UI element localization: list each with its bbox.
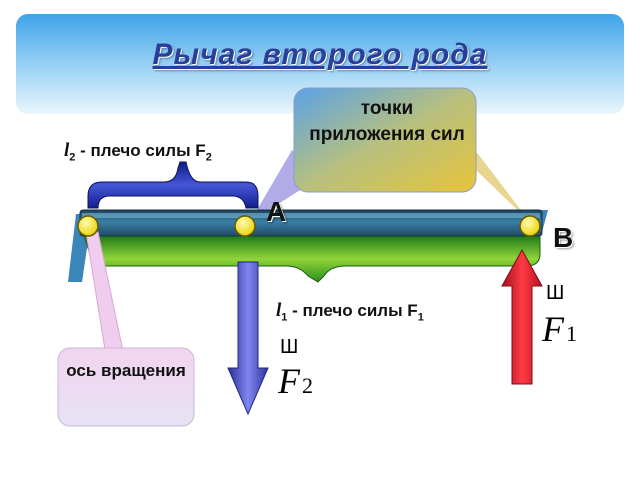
force-f2-label: F2: [278, 360, 313, 402]
arm-l1-index: 1: [281, 311, 288, 324]
arm-l1-force-index: 1: [417, 311, 424, 324]
rotation-axis-callout: [57, 347, 195, 427]
arm-l1-label: l1 - плечо силы F1: [276, 300, 424, 323]
pivot-point-dot: [77, 215, 99, 237]
arm-l2-brace: [87, 161, 259, 209]
force-f2-arrow: [227, 261, 269, 416]
point-a-dot: [234, 215, 256, 237]
force-f2-letter: F: [278, 361, 300, 401]
point-b-dot: [519, 215, 541, 237]
title-banner: [16, 14, 624, 114]
arm-l2-index: 2: [69, 151, 76, 164]
application-points-callout: [293, 87, 477, 193]
arm-l1-brace: [83, 235, 541, 283]
arm-l1-text: - плечо силы F: [287, 301, 418, 320]
application-points-label: точки приложения сил: [309, 98, 465, 145]
point-b-label: B: [553, 222, 574, 253]
force-f2-index: 2: [302, 373, 313, 398]
rotation-axis-label: ось вращения: [66, 361, 186, 380]
force-f1-index: 1: [566, 321, 577, 346]
force-f1-letter: F: [542, 309, 564, 349]
page-title: Рычаг второго рода: [152, 38, 488, 71]
arm-l2-label: l2 - плечо силы F2: [64, 140, 212, 163]
f1-vector-mark: Ш: [546, 282, 565, 304]
arm-l1-symbol: l: [276, 300, 282, 321]
force-f1-label: F1: [542, 308, 577, 350]
arm-l2-symbol: l: [64, 140, 70, 161]
f2-vector-mark: Ш: [280, 336, 299, 358]
arm-l2-force-index: 2: [205, 151, 212, 164]
arm-l2-text: - плечо силы F: [75, 141, 206, 160]
point-a-label: A: [266, 196, 287, 227]
lever-highlight: [82, 213, 540, 218]
force-f1-arrow: [501, 248, 543, 385]
